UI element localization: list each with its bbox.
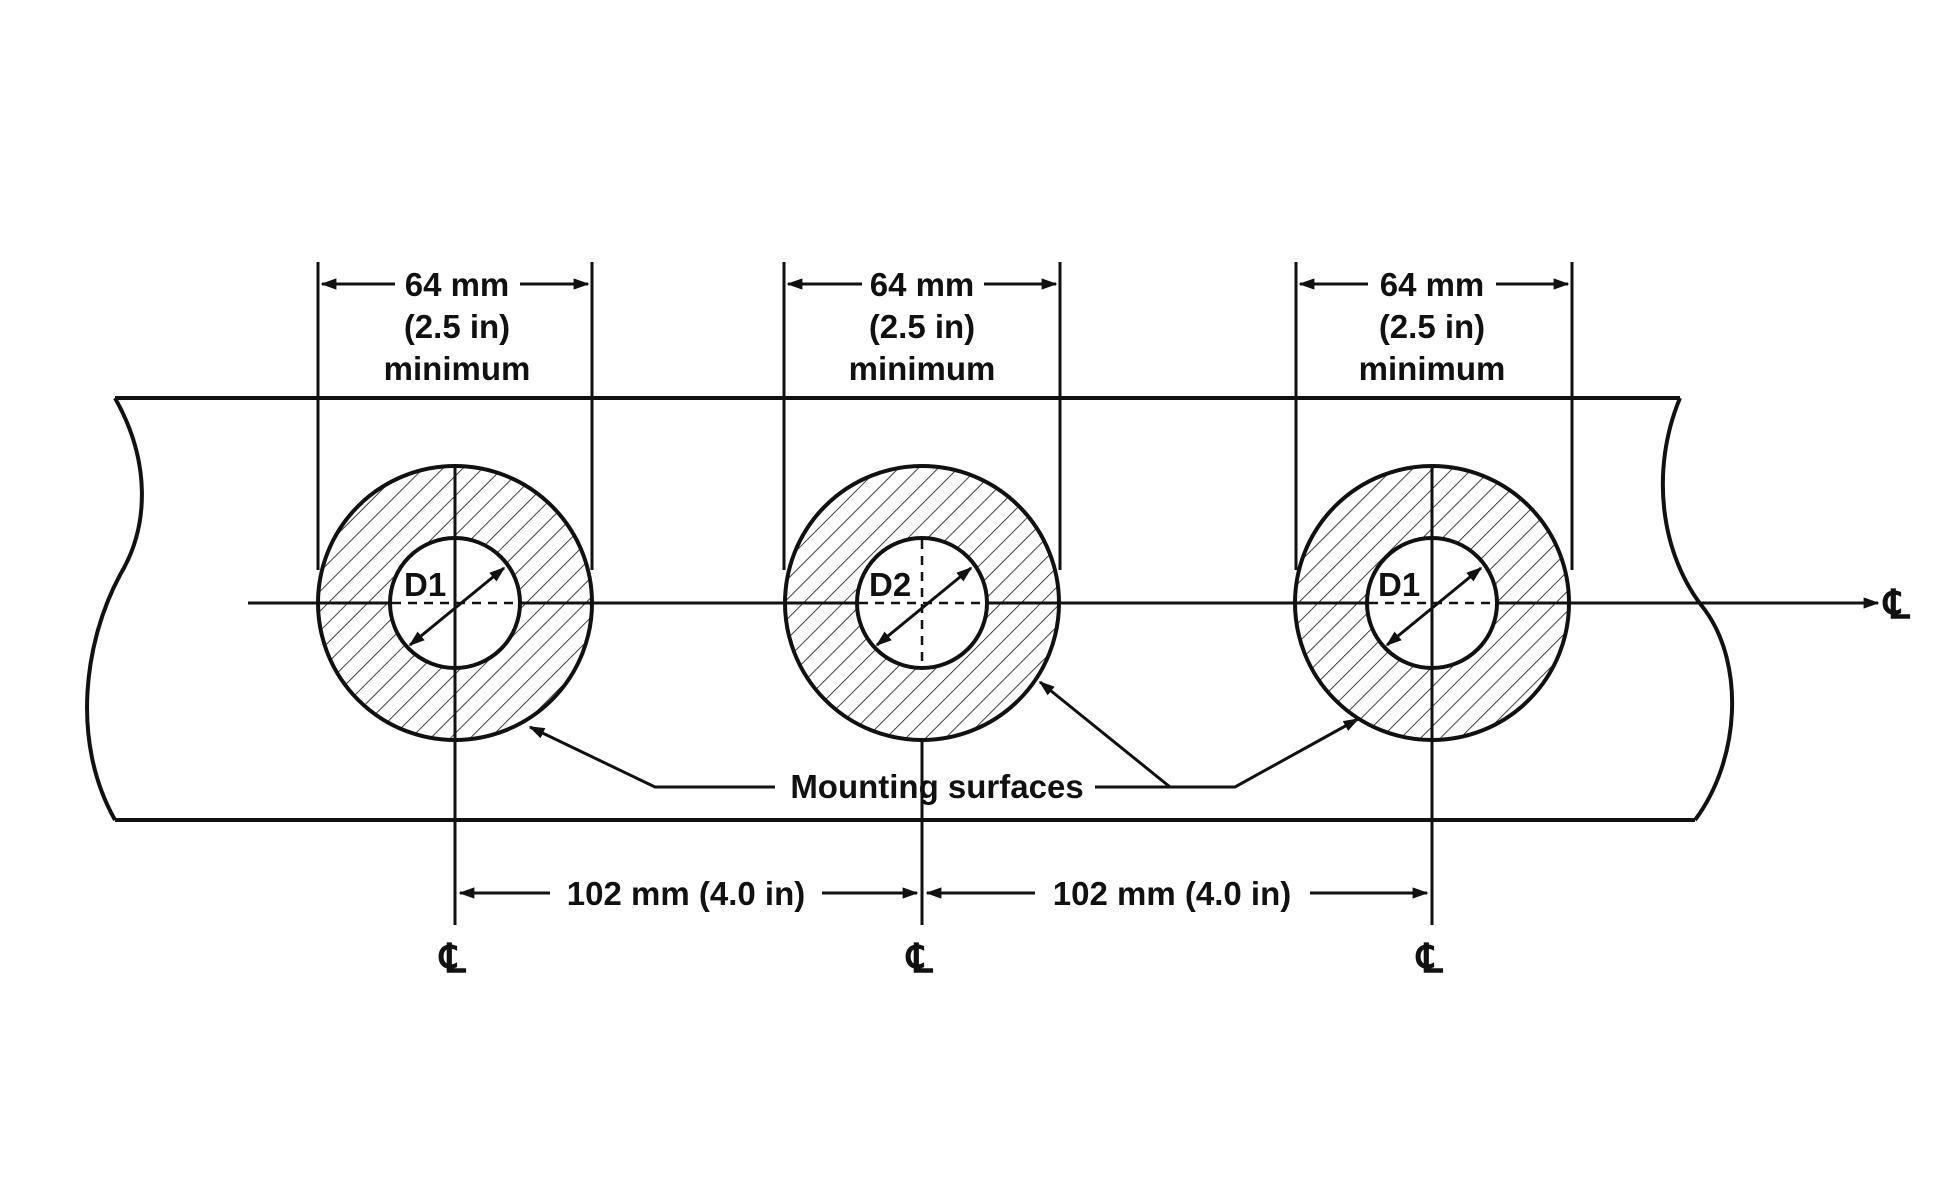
vertical-centerlines	[453, 466, 1434, 925]
width-imperial-1: (2.5 in)	[404, 308, 510, 345]
width-dimension-2: 64 mm (2.5 in) minimum	[782, 262, 1062, 570]
width-dimension-3: 64 mm (2.5 in) minimum	[1294, 262, 1574, 570]
width-qualifier-1: minimum	[384, 350, 531, 387]
spacing-label-2: 102 mm (4.0 in)	[1053, 875, 1291, 912]
centerline-symbol-1: ℄	[438, 935, 467, 982]
width-dimension-1: 64 mm (2.5 in) minimum	[316, 262, 594, 570]
width-qualifier-2: minimum	[849, 350, 996, 387]
width-value-2: 64 mm	[870, 266, 975, 303]
diameter-label-1: D1	[404, 566, 446, 603]
spacing-dimension-2: 102 mm (4.0 in)	[925, 875, 1429, 912]
spacing-label-1: 102 mm (4.0 in)	[567, 875, 805, 912]
diameter-label-2: D2	[869, 566, 911, 603]
mounting-surfaces-label: Mounting surfaces	[790, 768, 1083, 805]
width-qualifier-3: minimum	[1359, 350, 1506, 387]
diameter-label-3: D1	[1378, 566, 1420, 603]
centerline-symbol-2: ℄	[905, 935, 934, 982]
width-imperial-2: (2.5 in)	[869, 308, 975, 345]
centerline-symbol-horizontal: ℄	[1882, 581, 1911, 628]
centerline-symbol-3: ℄	[1415, 935, 1444, 982]
mounting-surfaces-callout: Mounting surfaces	[528, 680, 1360, 805]
mounting-hole-2: D2	[783, 464, 1061, 742]
width-imperial-3: (2.5 in)	[1379, 308, 1485, 345]
width-value-3: 64 mm	[1380, 266, 1485, 303]
width-value-1: 64 mm	[405, 266, 510, 303]
spacing-dimension-1: 102 mm (4.0 in)	[458, 875, 919, 912]
